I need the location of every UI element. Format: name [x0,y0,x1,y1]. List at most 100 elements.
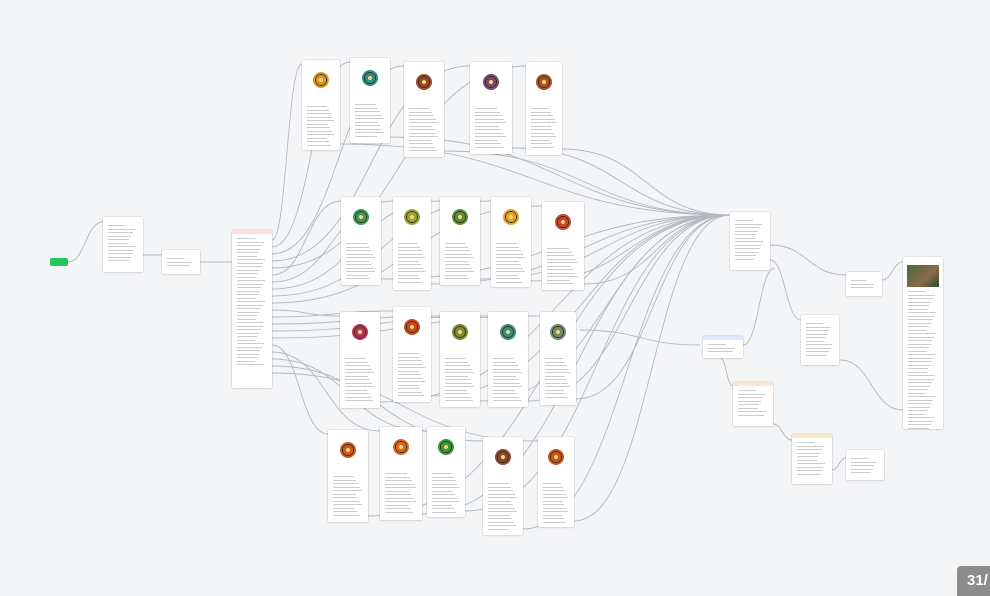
card-description [488,483,518,532]
card-description [307,106,335,148]
edge [272,310,340,316]
product-card[interactable] [488,312,528,407]
node-content [108,225,138,264]
card-description [493,358,523,404]
mandala-image [362,70,378,86]
product-card[interactable] [470,62,512,154]
mandala-image [452,324,468,340]
profile-node[interactable] [903,257,943,429]
mandala-image [340,442,356,458]
card-description [398,243,426,285]
product-card[interactable] [341,197,381,285]
card-description [333,476,363,518]
product-card[interactable] [542,202,584,290]
edge [770,245,846,275]
edge [68,222,103,262]
edge [576,215,730,399]
mandala-image [548,449,564,465]
card-description [432,473,460,515]
mandala-image [555,214,571,230]
node-content [167,258,195,269]
product-card[interactable] [483,437,523,535]
node-content [806,323,834,358]
form-node[interactable] [733,382,773,426]
input-node[interactable] [703,336,743,358]
node-content [797,442,827,477]
edge [720,358,733,386]
card-description [545,358,571,400]
node-content [237,238,267,368]
edge [272,201,341,275]
edge [584,215,730,284]
mandala-image [438,439,454,455]
node-content [851,458,879,476]
hub-node[interactable] [730,212,770,270]
edge [444,151,730,215]
card-description [385,473,417,515]
start-node[interactable] [50,258,68,266]
edge [832,458,846,470]
product-card[interactable] [380,427,422,520]
product-card[interactable] [540,312,576,405]
product-card[interactable] [427,427,465,517]
card-description [496,243,526,285]
card-description [531,108,557,150]
card-description [345,358,375,404]
mandala-image [404,209,420,225]
mandala-image [452,209,468,225]
choice-node[interactable] [801,315,839,365]
edge [743,268,775,345]
mandala-image [313,72,329,88]
node-content [908,291,938,429]
node-header-bar [792,434,832,438]
product-card[interactable] [340,312,380,408]
profile-photo [907,265,939,287]
result-node[interactable] [846,272,882,296]
node-header-bar [733,382,773,386]
card-description [398,353,426,399]
node-content [708,344,738,355]
product-card[interactable] [440,312,480,407]
end-node[interactable] [846,450,884,480]
product-card[interactable] [404,62,444,157]
product-card[interactable] [393,197,431,290]
edge [773,424,792,440]
edge [272,345,328,434]
mandala-image [483,74,499,90]
node-header-bar [232,230,272,234]
step-node[interactable] [162,250,200,274]
edge [840,360,903,410]
node-content [735,220,765,262]
product-card[interactable] [491,197,531,287]
card-description [543,483,569,525]
node-content [738,390,768,418]
mandala-image [416,74,432,90]
mandala-image [404,319,420,335]
card-description [445,243,475,282]
card-description [355,104,385,139]
mandala-image [503,209,519,225]
edge [272,64,302,240]
mandala-image [353,209,369,225]
card-description [445,358,475,404]
card-description [409,108,439,154]
product-card[interactable] [440,197,480,285]
mandala-image [495,449,511,465]
product-card[interactable] [302,60,340,150]
mandala-image [500,324,516,340]
mandala-image [536,74,552,90]
card-description [346,243,376,282]
node-content [851,280,877,291]
question-node[interactable] [103,217,143,272]
menu-list-node[interactable] [232,230,272,388]
edge [882,262,903,280]
product-card[interactable] [538,437,574,527]
product-card[interactable] [328,430,368,522]
product-card[interactable] [350,58,390,143]
product-card[interactable] [526,62,562,155]
edge [770,260,801,320]
form-node-2[interactable] [792,434,832,484]
mandala-image [352,324,368,340]
product-card[interactable] [393,307,431,402]
